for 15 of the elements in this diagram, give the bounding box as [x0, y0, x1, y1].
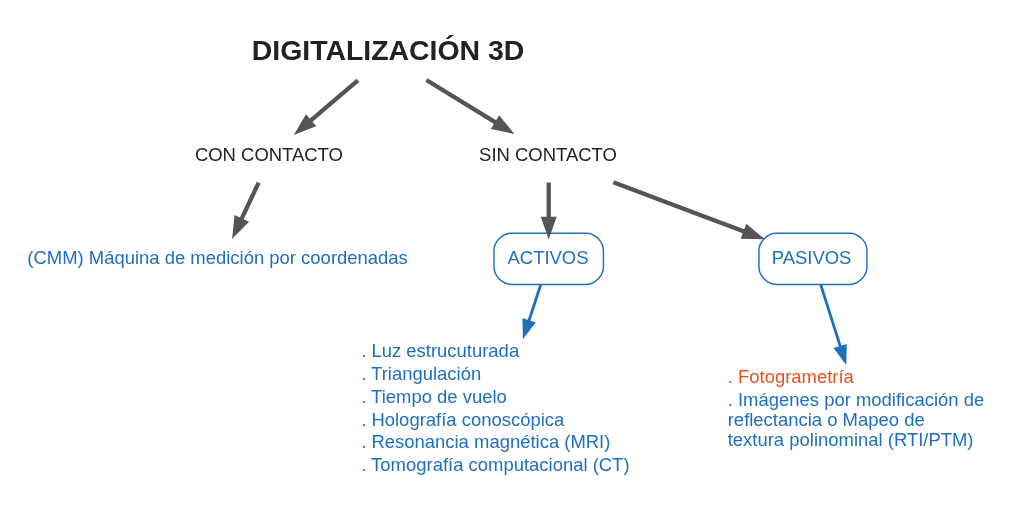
node-text: CON CONTACTO	[194, 144, 343, 166]
node-text: . Fotogrametría . Imágenes por modificación de reflectancia o Mapeo de textura polinominal (RTI/PTM)	[727, 366, 985, 450]
arrow	[612, 180, 765, 240]
arrow	[522, 284, 543, 340]
arrow	[232, 181, 261, 239]
arrow	[425, 78, 515, 135]
node-text: DIGITALIZACIÓN 3D	[251, 33, 525, 66]
arrow	[293, 78, 360, 136]
node-box: ACTIVOS	[493, 232, 605, 286]
node-text: . Luz estrucuturada . Triangulación . Tiempo de vuelo . Holografía conoscópica . Resonancia magnética (MRI) . Tomografía computacional (CT)	[361, 340, 630, 476]
node-box: PASIVOS	[758, 232, 868, 286]
arrow	[819, 284, 847, 365]
node-text: (CMM) Máquina de medición por coordenadas	[27, 246, 408, 268]
node-text: SIN CONTACTO	[479, 144, 617, 166]
arrow	[540, 182, 557, 240]
